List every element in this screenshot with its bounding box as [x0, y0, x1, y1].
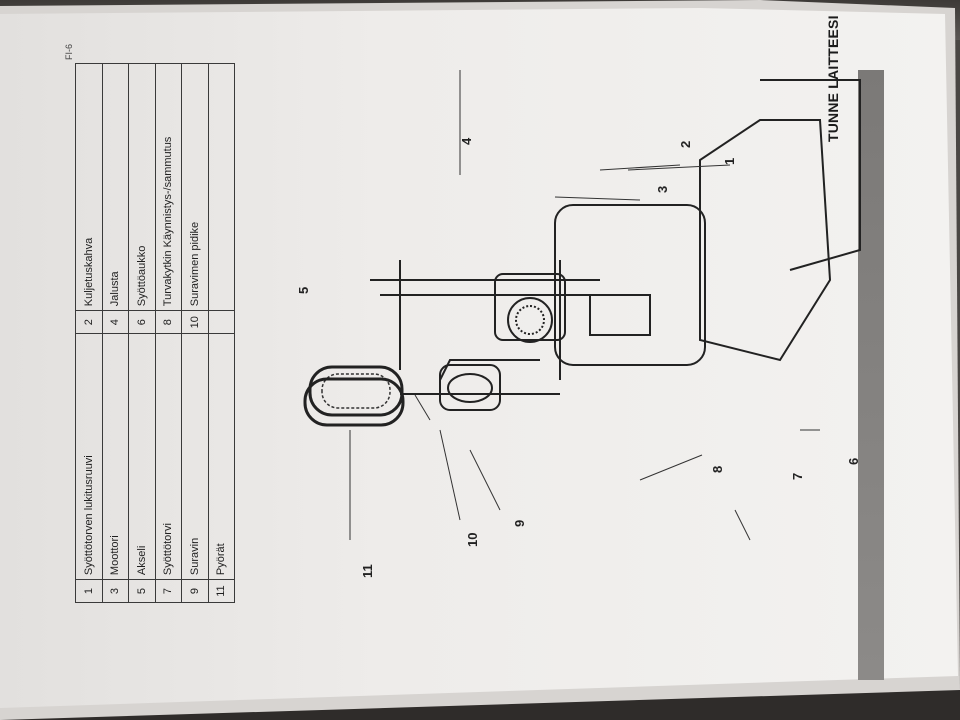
callout-6: 6 — [846, 457, 861, 465]
callout-4: 4 — [459, 137, 474, 145]
part-number: 5 — [128, 579, 155, 603]
part-name: Akseli — [128, 333, 155, 580]
parts-table: 1 Syöttötorven lukitusruuvi 2 Kuljetuska… — [75, 63, 235, 603]
page-code: FI-6 — [64, 43, 74, 60]
table-row: 11 Pyörät — [208, 63, 235, 603]
table-row: 5 Akseli 6 Syöttöaukko — [128, 63, 155, 603]
part-name: Pyörät — [208, 333, 235, 580]
part-name: Kuljetuskahva — [75, 63, 102, 311]
part-number — [208, 310, 235, 334]
wheel-bottom — [303, 377, 405, 427]
callout-9: 9 — [512, 519, 527, 527]
callout-2: 2 — [678, 140, 693, 148]
callout-1: 1 — [722, 157, 737, 165]
part-name: Suravin — [181, 333, 208, 580]
callout-11: 11 — [360, 564, 375, 578]
leader-lines — [349, 70, 820, 541]
callout-3: 3 — [655, 185, 670, 193]
table-row: 7 Syöttötorvi 8 Turvakytkin Käynnistys-/… — [155, 63, 182, 603]
motor — [494, 273, 566, 343]
part-number: 8 — [155, 310, 182, 334]
part-number: 3 — [102, 579, 129, 603]
callout-10: 10 — [465, 532, 480, 547]
table-row: 9 Suravin 10 Suravimen pidike — [181, 63, 208, 603]
table-row: 3 Moottori 4 Jalusta — [102, 63, 129, 603]
part-name: Syöttöaukko — [128, 63, 155, 311]
part-name: Syöttötorvi — [155, 333, 182, 580]
part-name: Syöttötorven lukitusruuvi — [75, 333, 102, 580]
shredder-holder — [439, 364, 501, 411]
callout-7: 7 — [790, 472, 805, 480]
part-name: Turvakytkin Käynnistys-/sammutus — [155, 63, 182, 311]
callout-8: 8 — [710, 465, 725, 473]
part-number: 2 — [75, 310, 102, 334]
wheel-top — [308, 365, 404, 417]
housing — [554, 204, 706, 366]
part-name: Jalusta — [102, 63, 129, 311]
part-number: 4 — [102, 310, 129, 334]
part-number: 10 — [181, 310, 208, 334]
part-number: 1 — [75, 579, 102, 603]
part-name — [208, 63, 235, 311]
part-number: 9 — [181, 579, 208, 603]
table-row: 1 Syöttötorven lukitusruuvi 2 Kuljetuska… — [75, 63, 102, 603]
part-number: 11 — [208, 579, 235, 603]
part-name: Moottori — [102, 333, 129, 580]
feed-hopper — [699, 79, 861, 362]
part-number: 7 — [155, 579, 182, 603]
part-number: 6 — [128, 310, 155, 334]
part-name: Suravimen pidike — [181, 63, 208, 311]
callout-5: 5 — [296, 286, 311, 294]
